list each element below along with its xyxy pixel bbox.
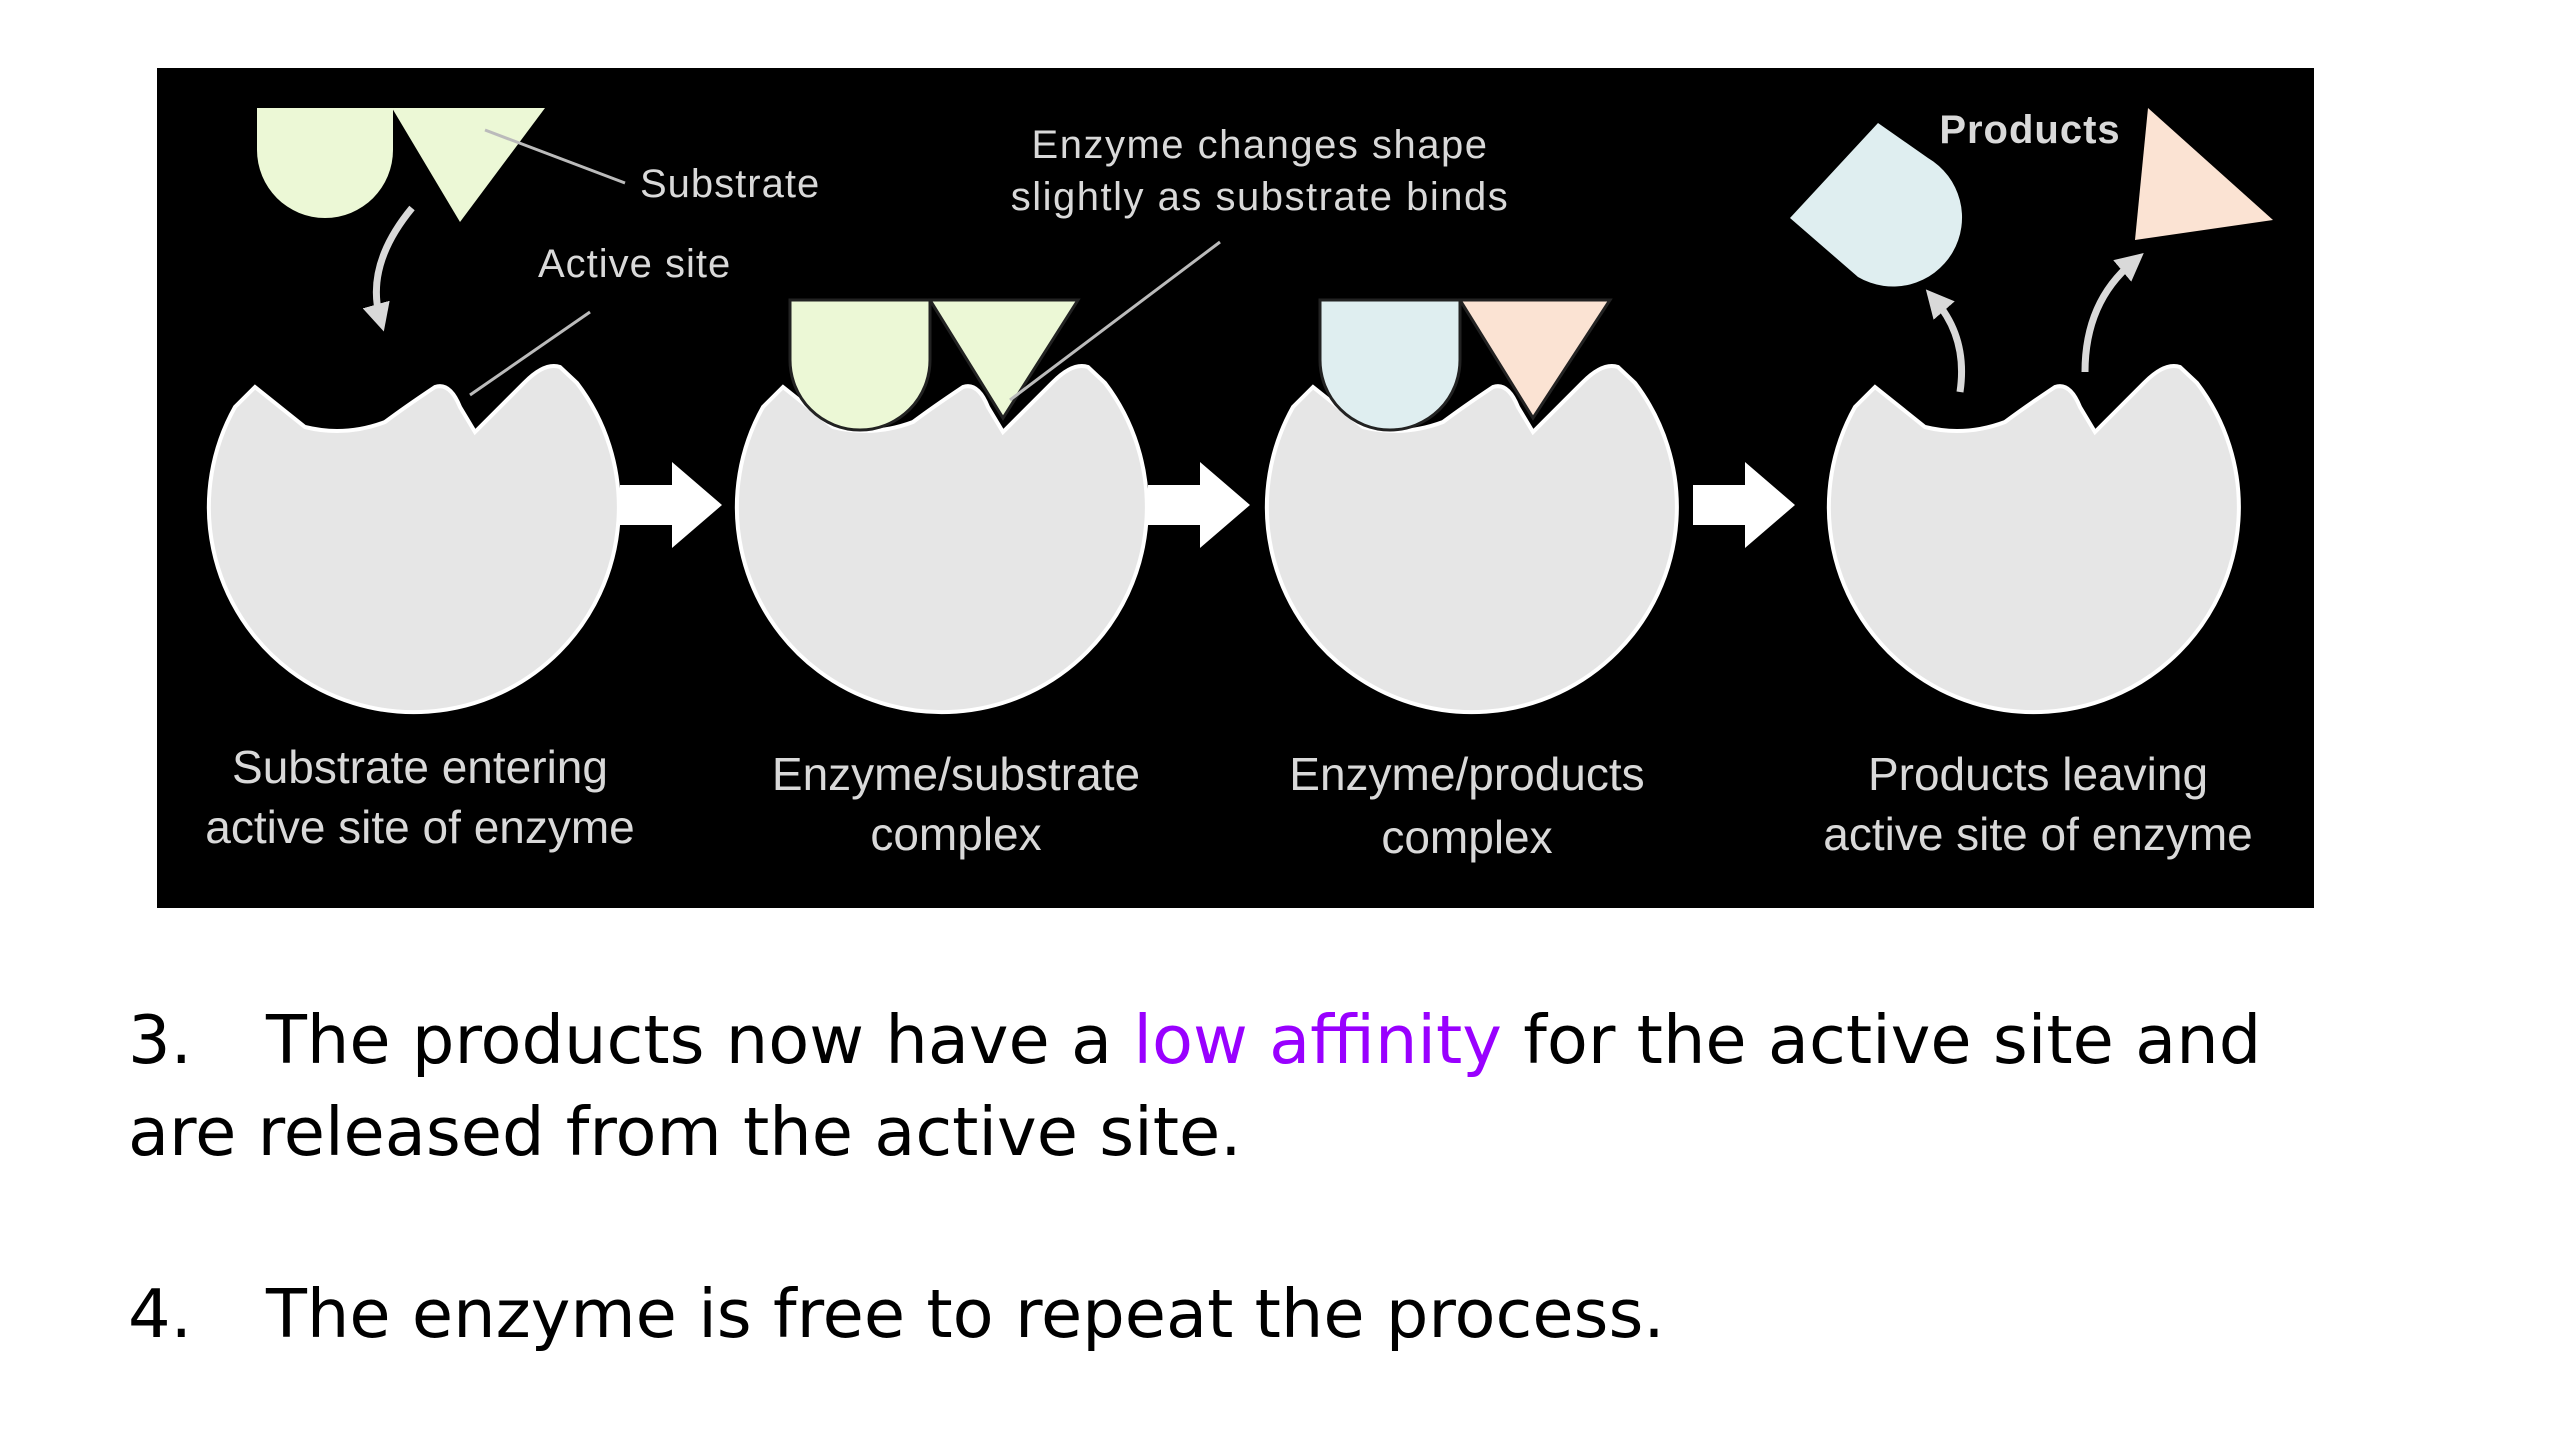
step-3-line-1: 3. The products now have a low affinity f… [128, 994, 2261, 1086]
active-site-label: Active site [538, 242, 731, 286]
step-4-text: The enzyme is free to repeat the process… [266, 1275, 1665, 1353]
active-site-pointer-line [469, 310, 591, 397]
products-label: Products [1939, 108, 2120, 152]
stage-2-caption-line2: complex [870, 808, 1041, 860]
stage-arrow-2 [1148, 462, 1250, 548]
stage-3-caption-line1: Enzyme/products [1289, 748, 1644, 800]
step-3-text-before: The products now have a [266, 1001, 1134, 1079]
substrate-molecule [257, 108, 545, 222]
stage-4-caption-line1: Products leaving [1868, 748, 2208, 800]
substrate-pointer-line [484, 128, 626, 185]
shape-change-label-line2: slightly as substrate binds [1011, 175, 1510, 219]
step-4-number: 4. [128, 1275, 192, 1353]
leaving-arrow-2 [2081, 253, 2144, 373]
leaving-arrow-1 [1925, 289, 1966, 393]
stage-2-caption-line1: Enzyme/substrate [772, 748, 1140, 800]
stage-1-caption-line1: Substrate entering [232, 741, 608, 793]
shape-change-label-line1: Enzyme changes shape [1032, 123, 1489, 167]
stage-1-caption-line2: active site of enzyme [205, 801, 635, 853]
step-3-continuation: are released from the active site. [128, 1093, 1242, 1171]
step-3-number: 3. [128, 1001, 192, 1079]
entering-arrow [362, 205, 415, 332]
substrate-label: Substrate [640, 162, 820, 206]
step-3-line-2: are released from the active site. [128, 1086, 1242, 1178]
stage-3-caption-line2: complex [1381, 811, 1552, 863]
step-3-text-after: for the active site and [1501, 1001, 2262, 1079]
bound-products [1318, 298, 1613, 432]
bound-substrate [788, 298, 1081, 432]
stage-4-caption-line2: active site of enzyme [1823, 808, 2253, 860]
released-round-product [1790, 123, 1963, 287]
shape-change-pointer-line [1009, 240, 1221, 402]
low-affinity-highlight: low affinity [1133, 1001, 1502, 1079]
released-triangle-product [2135, 108, 2273, 240]
stage-arrow-1 [620, 462, 722, 548]
step-4-line: 4. The enzyme is free to repeat the proce… [128, 1268, 1665, 1360]
stage-arrow-3 [1693, 462, 1795, 548]
